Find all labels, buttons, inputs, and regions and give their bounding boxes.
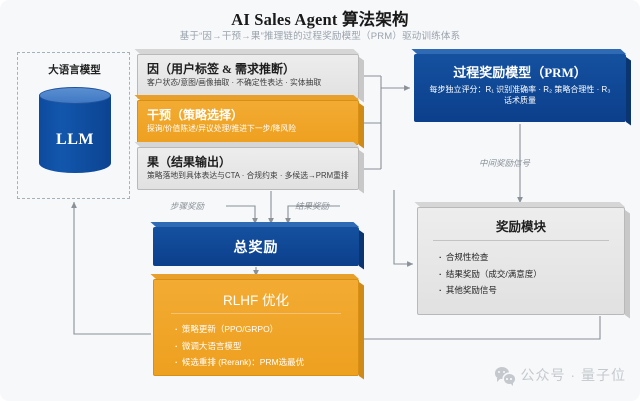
node-intervention-title: 干预（策略选择）	[147, 108, 244, 122]
watermark-text: 公众号 · 量子位	[520, 367, 626, 383]
reward-module-list: 合规性检查 结果奖励（成交/满意度） 其他奖励信号	[439, 249, 542, 299]
node-cause-subtitle: 客户状态/意图/画像抽取 · 不确定性表达 · 实体抽取	[147, 78, 322, 87]
node-intervention[interactable]: 干预（策略选择） 探询/价值陈述/异议处理/推进下一步/降风险	[134, 95, 364, 149]
cylinder-top-ellipse	[39, 87, 111, 104]
list-item: 微调大语言模型	[175, 338, 304, 355]
node-prm-title: 过程奖励模型（PRM）	[453, 65, 587, 80]
card-face	[414, 54, 626, 122]
llm-label: LLM	[56, 131, 94, 148]
label-mid-signal: 中间奖励信号	[479, 158, 531, 168]
card-face	[137, 147, 359, 190]
node-total-reward[interactable]: 总奖励	[150, 222, 364, 270]
card-content: 过程奖励模型（PRM） 每步独立评分：R₁ 识别准确率 · R₂ 策略合理性 ·…	[414, 54, 626, 122]
node-total-reward-title: 总奖励	[233, 241, 279, 256]
node-intervention-subtitle: 探询/价值陈述/异议处理/推进下一步/降风险	[147, 124, 297, 133]
list-item: 其他奖励信号	[439, 282, 542, 299]
card-right-edge	[359, 103, 364, 149]
page-title: AI Sales Agent 算法架构	[231, 10, 409, 29]
node-cause-title: 因（用户标签 & 需求推断）	[147, 62, 295, 76]
label-step-reward: 步骤奖励	[170, 201, 205, 211]
card-content: 干预（策略选择） 探询/价值陈述/异议处理/推进下一步/降风险	[137, 100, 359, 145]
wechat-dot	[498, 370, 501, 373]
node-effect-subtitle: 策略落地到具体表达与CTA · 合规约束 · 多候选→PRM重排	[147, 171, 349, 180]
wire-effect-to-reward	[393, 190, 414, 267]
wechat-dot	[510, 377, 513, 380]
wechat-dot	[506, 377, 509, 380]
node-rlhf[interactable]: RLHF 优化 策略更新（PPO/GRPO） 微调大语言模型 候选重排 (Rer…	[150, 274, 364, 380]
card-right-edge	[626, 57, 631, 126]
divider	[433, 240, 609, 241]
node-reward-module[interactable]: 奖励模块 合规性检查 结果奖励（成交/满意度） 其他奖励信号	[414, 202, 630, 319]
llm-group: 大语言模型 LLM	[17, 52, 130, 199]
node-cause[interactable]: 因（用户标签 & 需求推断） 客户状态/意图/画像抽取 · 不确定性表达 · 实…	[134, 49, 364, 103]
node-prm-subtitle: 每步独立评分：R₁ 识别准确率 · R₂ 策略合理性 · R₃ 话术质量	[429, 85, 611, 105]
node-reward-module-title: 奖励模块	[495, 220, 546, 234]
wechat-bubble-small	[503, 374, 515, 385]
divider	[171, 313, 341, 314]
page-subtitle: 基于“因→干预→果”推理链的过程奖励模型（PRM）驱动训练体系	[179, 31, 461, 42]
node-effect[interactable]: 果（结果输出） 策略落地到具体表达与CTA · 合规约束 · 多候选→PRM重排	[134, 142, 364, 194]
cylinder-body	[39, 95, 111, 173]
label-result-reward: 结果奖励	[295, 201, 330, 211]
card-right-edge	[359, 150, 364, 194]
card-right-edge	[359, 57, 364, 103]
node-rlhf-title: RLHF 优化	[222, 293, 289, 308]
wechat-dot	[503, 370, 506, 373]
wechat-icon	[494, 366, 515, 385]
list-item: 结果奖励（成交/满意度）	[439, 266, 542, 283]
card-face	[153, 227, 359, 266]
list-item: 候选重排 (Rerank)：PRM选最优	[175, 354, 304, 371]
node-prm[interactable]: 过程奖励模型（PRM） 每步独立评分：R₁ 识别准确率 · R₂ 策略合理性 ·…	[411, 49, 631, 126]
list-item: 合规性检查	[439, 249, 542, 266]
llm-group-caption: 大语言模型	[48, 65, 101, 76]
card-content: 总奖励	[153, 227, 359, 266]
node-effect-title: 果（结果输出）	[147, 155, 232, 169]
wire-rlhf-to-llm	[71, 201, 151, 335]
list-item: 策略更新（PPO/GRPO）	[175, 321, 304, 338]
card-right-edge	[359, 230, 364, 270]
llm-cylinder-icon: LLM	[39, 87, 111, 179]
card-content: 果（结果输出） 策略落地到具体表达与CTA · 合规约束 · 多候选→PRM重排	[137, 147, 359, 190]
card-content: 因（用户标签 & 需求推断） 客户状态/意图/画像抽取 · 不确定性表达 · 实…	[137, 54, 359, 99]
rlhf-list: 策略更新（PPO/GRPO） 微调大语言模型 候选重排 (Rerank)：PRM…	[175, 321, 304, 371]
card-content: 奖励模块 合规性检查 结果奖励（成交/满意度） 其他奖励信号	[417, 207, 625, 315]
card-right-edge	[625, 210, 630, 319]
watermark: 公众号 · 量子位	[494, 365, 626, 385]
card-face	[137, 54, 359, 99]
wire-reward-return	[362, 316, 601, 340]
card-content: RLHF 优化 策略更新（PPO/GRPO） 微调大语言模型 候选重排 (Rer…	[153, 279, 359, 376]
card-right-edge	[359, 282, 364, 380]
